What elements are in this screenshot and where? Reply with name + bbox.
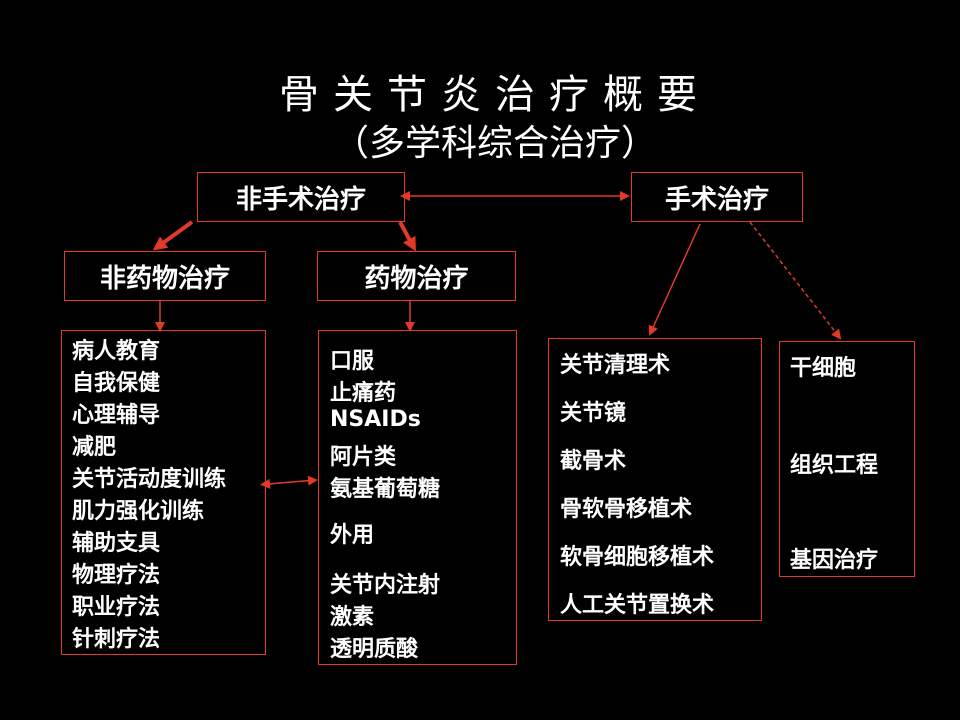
list-item: 自我保健 <box>72 371 161 396</box>
list-item: 针刺疗法 <box>72 627 161 652</box>
list-item: 干细胞 <box>790 356 857 381</box>
list-item: 肌力强化训练 <box>72 499 205 524</box>
list-item: 截骨术 <box>560 449 627 474</box>
arrow-surgical-list <box>648 223 701 336</box>
list-item: NSAIDs <box>330 407 421 432</box>
list-item: 病人教育 <box>72 339 161 364</box>
list-item: 关节镜 <box>560 401 627 426</box>
drug-list: 口服 止痛药 NSAIDs 阿片类 氨基葡萄糖 外用 关节内注射 激素 透明质酸 <box>318 330 517 665</box>
node-non-drug: 非药物治疗 <box>64 251 266 301</box>
future-therapy-list: 干细胞 组织工程 基因治疗 <box>779 341 915 577</box>
node-non-surgical-label: 非手术治疗 <box>235 184 366 215</box>
arrow-to-drug <box>398 221 416 252</box>
list-item: 关节活动度训练 <box>72 467 227 492</box>
list-item: 辅助支具 <box>72 531 161 556</box>
list-item: 口服 <box>330 349 375 374</box>
node-surgical: 手术治疗 <box>631 172 803 222</box>
list-item: 关节清理术 <box>560 353 671 378</box>
list-item: 透明质酸 <box>330 637 419 662</box>
list-item: 激素 <box>330 605 375 630</box>
list-item: 人工关节置换术 <box>560 593 715 618</box>
arrow-lists-bidirectional <box>260 475 318 489</box>
page-title: 骨关节炎治疗概要 <box>279 72 711 118</box>
list-item: 外用 <box>330 523 375 548</box>
non-drug-list: 病人教育 自我保健 心理辅导 减肥 关节活动度训练 肌力强化训练 辅助支具 物理… <box>61 330 266 655</box>
arrow-to-nondrug <box>152 220 194 251</box>
node-drug: 药物治疗 <box>317 251 516 301</box>
list-item: 基因治疗 <box>790 548 879 573</box>
node-drug-label: 药物治疗 <box>364 263 469 294</box>
list-item: 止痛药 <box>330 381 397 406</box>
arrow-surgical-future <box>749 221 842 340</box>
list-item: 职业疗法 <box>72 595 161 620</box>
list-item: 减肥 <box>72 435 117 460</box>
list-item: 组织工程 <box>790 453 879 478</box>
list-item: 心理辅导 <box>72 403 161 428</box>
surgery-list: 关节清理术 关节镜 截骨术 骨软骨移植术 软骨细胞移植术 人工关节置换术 <box>548 338 762 621</box>
node-non-drug-label: 非药物治疗 <box>99 263 230 294</box>
list-item: 软骨细胞移植术 <box>560 545 715 570</box>
list-item: 关节内注射 <box>330 573 441 598</box>
list-item: 骨软骨移植术 <box>560 497 693 522</box>
node-surgical-label: 手术治疗 <box>664 184 769 215</box>
list-item: 物理疗法 <box>72 563 161 588</box>
page-subtitle: （多学科综合治疗） <box>332 123 657 164</box>
list-item: 氨基葡萄糖 <box>330 477 441 502</box>
list-item: 阿片类 <box>330 445 397 470</box>
node-non-surgical: 非手术治疗 <box>197 172 405 222</box>
